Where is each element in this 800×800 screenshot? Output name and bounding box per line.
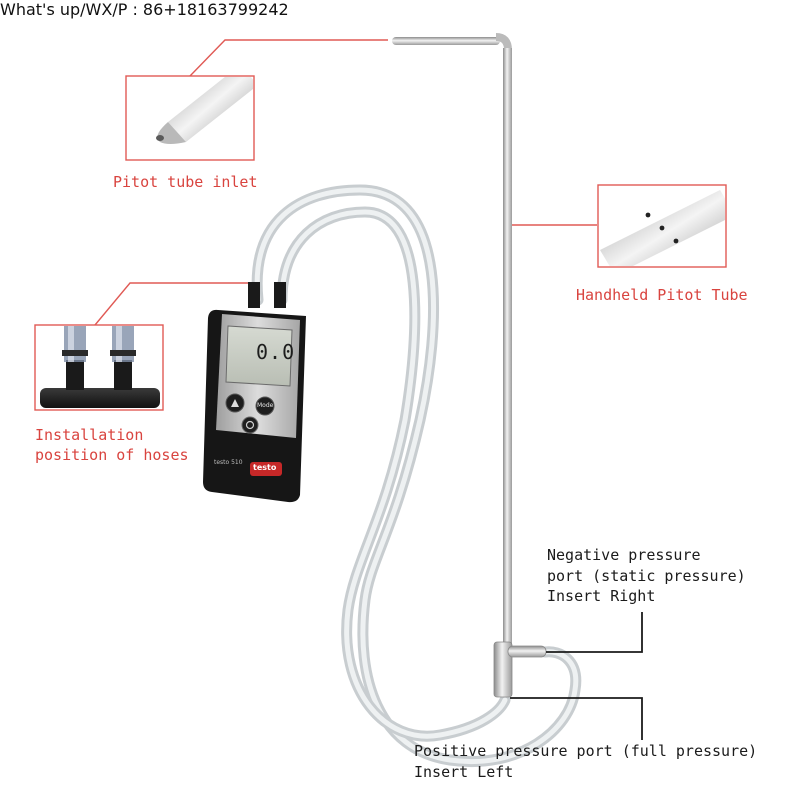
label-pitot-inlet: Pitot tube inlet: [113, 173, 258, 191]
label-negative-line2: port (static pressure): [547, 567, 746, 585]
leader-pitot-inlet: [189, 39, 388, 77]
pitot-tube: [392, 33, 547, 698]
label-positive-line2: Insert Left: [414, 763, 514, 781]
label-negative-line3: Insert Right: [547, 587, 656, 605]
inset-pitot-inlet: [125, 75, 255, 161]
silicone-hoses: [251, 184, 582, 767]
brand-logo: testo: [253, 463, 277, 472]
leader-hoses: [94, 282, 252, 326]
mode-button[interactable]: Mode: [257, 402, 274, 409]
contact-text: What's up/WX/P : 86+18163799242: [0, 0, 289, 19]
label-install-line1: Installation: [35, 426, 144, 444]
label-handheld-pitot: Handheld Pitot Tube: [576, 286, 748, 304]
manometer-device: [203, 282, 306, 503]
label-negative-line1: Negative pressure: [547, 546, 701, 564]
model-label: testo 510: [214, 459, 243, 466]
inset-handheld-pitot: [597, 184, 727, 268]
label-positive-line1: Positive pressure port (full pressure): [414, 742, 758, 760]
label-install-line2: position of hoses: [35, 446, 189, 464]
leader-lines: [94, 39, 597, 326]
inset-hose-install: [34, 324, 164, 411]
callout-lines: [510, 612, 643, 740]
callout-negative: [546, 612, 643, 653]
callout-positive: [510, 697, 643, 740]
lcd-readout: 0.0: [256, 340, 296, 364]
